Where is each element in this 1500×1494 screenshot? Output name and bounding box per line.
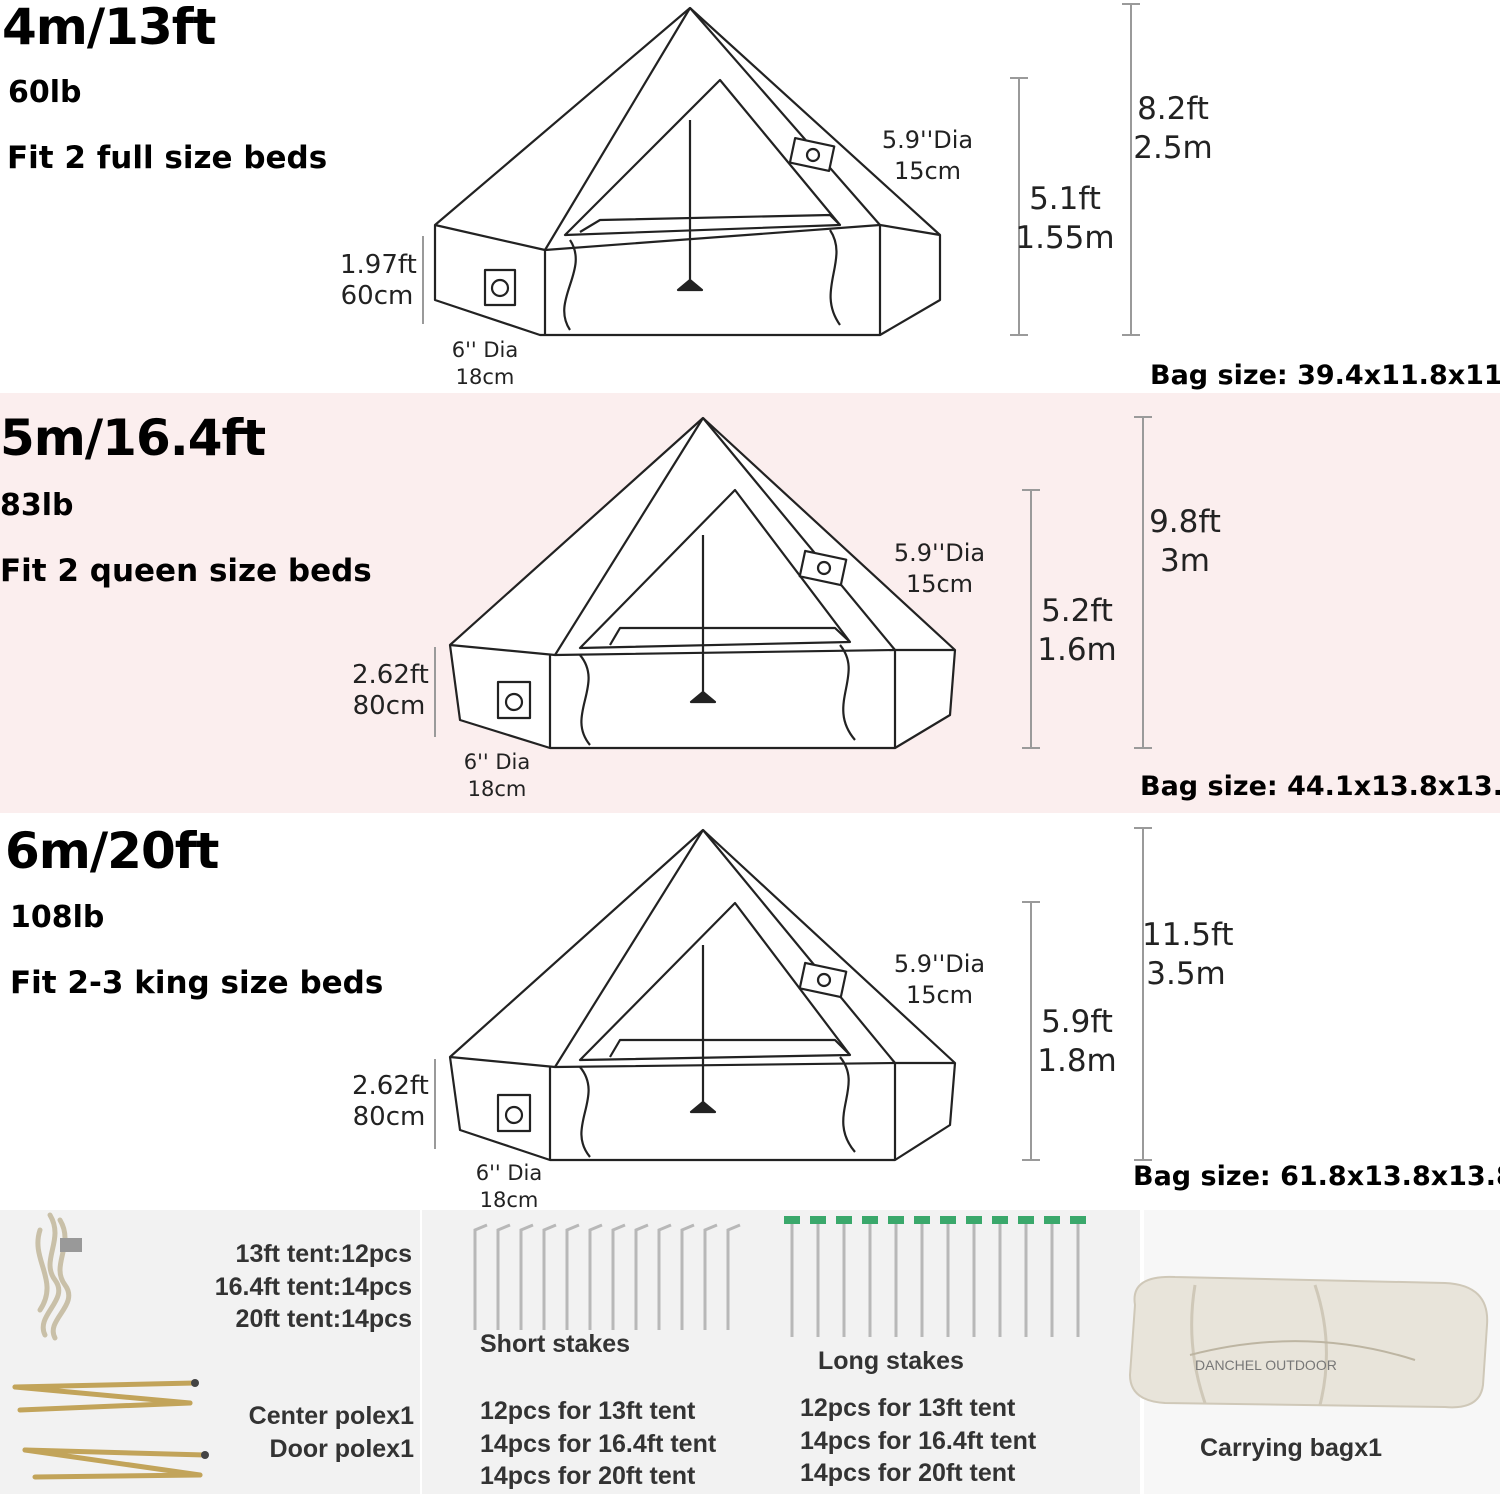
wall-height-m: 80cm [352,1102,426,1133]
tent-drawing [448,828,957,1162]
vent-dia-in: 5.9''Dia [881,126,974,154]
tent-drawing [448,416,957,750]
door-height-m: 1.6m [1037,631,1117,668]
vent-dia-cm: 15cm [905,570,974,599]
short-stakes-icon [473,1223,741,1330]
short-stakes-13ft: 12pcs for 13ft tent [480,1397,696,1425]
stove-dia-cm: 18cm [467,777,527,802]
total-height-ft: 8.2ft [1137,91,1209,127]
tent-beds: Fit 2 full size beds [7,140,328,176]
tent-size-title: 4m/13ft [2,0,216,56]
tent-beds: Fit 2-3 king size beds [10,965,384,1001]
long-stakes-icon [784,1216,1086,1337]
stove-dia-in: 6'' Dia [475,1161,543,1185]
total-height-m: 2.5m [1133,129,1213,166]
stove-dia-cm: 18cm [479,1188,539,1213]
long-stakes-20ft: 14pcs for 20ft tent [800,1459,1016,1487]
tent-drawing [433,6,942,337]
rope-icon [35,1212,82,1341]
stove-dia-in: 6'' Dia [463,750,531,774]
rope-count-20ft: 20ft tent:14pcs [235,1305,412,1333]
carrying-bag-icon: DANCHEL OUTDOOR [1128,1275,1489,1409]
door-height-ft: 5.9ft [1041,1004,1113,1040]
total-height-m: 3.5m [1146,955,1226,992]
door-pole-label: Door polex1 [269,1434,414,1463]
vent-dia-cm: 15cm [905,981,974,1010]
rope-count-16ft: 16.4ft tent:14pcs [214,1272,412,1301]
long-stakes-13ft: 12pcs for 13ft tent [800,1394,1016,1422]
wall-height-ft: 2.62ft [352,1071,429,1101]
tent-size-title: 5m/16.4ft [0,409,266,467]
stove-dia-in: 6'' Dia [451,338,519,362]
door-height-ft: 5.2ft [1041,593,1113,629]
wall-height-ft: 2.62ft [352,660,429,690]
ropes-poles-panel [0,1210,420,1494]
short-stakes-20ft: 14pcs for 20ft tent [480,1462,696,1490]
wall-height-m: 60cm [340,281,414,312]
center-pole-label: Center polex1 [248,1402,414,1430]
bag-size: Bag size: 39.4x11.8x11.8'' [1150,360,1500,391]
vent-dia-cm: 15cm [893,157,962,186]
total-height-ft: 11.5ft [1142,917,1234,953]
wall-height-m: 80cm [352,691,426,722]
stakes-panel [422,1210,1140,1494]
stove-dia-cm: 18cm [455,365,515,390]
tent-weight: 108lb [10,900,105,935]
tent-weight: 60lb [8,75,82,110]
door-height-m: 1.8m [1037,1042,1117,1079]
tent-beds: Fit 2 queen size beds [0,553,372,589]
short-stakes-label: Short stakes [480,1330,631,1358]
total-height-ft: 9.8ft [1149,504,1221,540]
total-height-m: 3m [1160,542,1210,579]
rope-count-13ft: 13ft tent:12pcs [235,1240,412,1268]
door-height-ft: 5.1ft [1029,181,1101,217]
carrying-bag-label: Carrying bagx1 [1200,1434,1383,1462]
tent-weight: 83lb [0,488,74,523]
bag-brand: DANCHEL OUTDOOR [1195,1357,1337,1373]
bag-size: Bag size: 44.1x13.8x13.8'' [1140,771,1500,802]
wall-height-ft: 1.97ft [340,250,417,280]
vent-dia-in: 5.9''Dia [893,950,986,978]
vent-dia-in: 5.9''Dia [893,539,986,567]
short-stakes-16ft: 14pcs for 16.4ft tent [480,1429,717,1458]
tent-size-title: 6m/20ft [5,822,219,880]
long-stakes-label: Long stakes [818,1347,964,1375]
door-height-m: 1.55m [1015,219,1115,256]
bag-size: Bag size: 61.8x13.8x13.8'' [1133,1161,1500,1192]
long-stakes-16ft: 14pcs for 16.4ft tent [800,1426,1037,1455]
accessories-panel: 13ft tent:12pcs 16.4ft tent:14pcs 20ft t… [0,1210,1500,1494]
pole-icon [12,1379,209,1480]
